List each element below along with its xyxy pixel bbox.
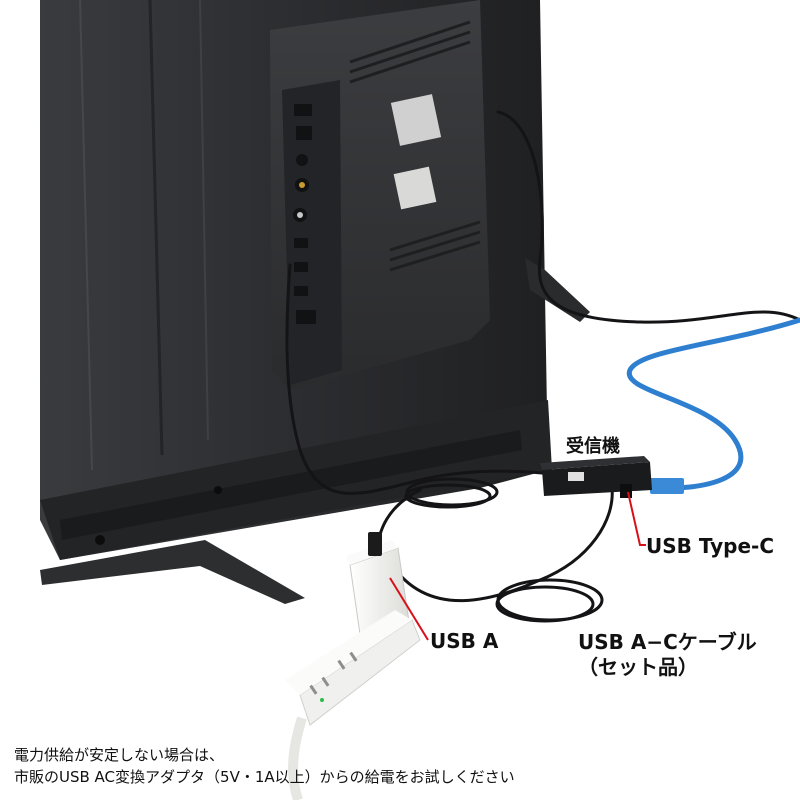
callout-lines bbox=[389, 491, 646, 641]
usb-type-c-label: USB Type-C bbox=[646, 534, 775, 558]
tv-set bbox=[40, 0, 590, 604]
lan-connector bbox=[650, 478, 684, 494]
note-line-1: 電力供給が安定しない場合は、 bbox=[14, 746, 225, 764]
black-cables bbox=[285, 110, 800, 623]
cable-label: USB A−Cケーブル bbox=[578, 630, 757, 654]
receiver-label: 受信機 bbox=[566, 436, 620, 457]
power-strip bbox=[285, 610, 421, 800]
receiver-device bbox=[540, 456, 652, 498]
usb-a-label: USB A bbox=[430, 629, 499, 653]
cable-label-note: （セット品） bbox=[578, 655, 698, 679]
lan-cable bbox=[626, 317, 800, 491]
power-supply-note: 電力供給が安定しない場合は、 市販のUSB AC変換アダプタ（5V・1A以上）か… bbox=[14, 744, 515, 788]
note-line-2: 市販のUSB AC変換アダプタ（5V・1A以上）からの給電をお試しください bbox=[14, 768, 515, 786]
